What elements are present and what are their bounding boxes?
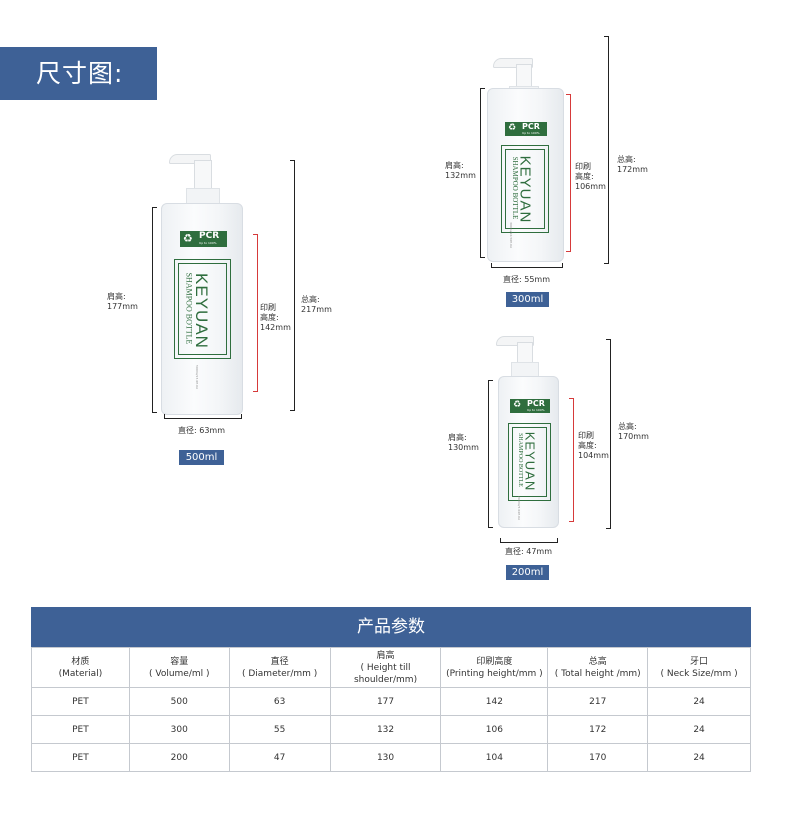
pcr-badge: ♻ PCR Up to 100% [510,399,550,413]
table-cell: 200 [128,743,230,772]
print-bracket [569,398,574,522]
table-header-row: 材质(Material) 容量( Volume/ml ) 直径( Diamete… [31,647,751,688]
pcr-badge: ♻ PCR Up to 100% [180,231,227,247]
table-cell: 130 [329,743,442,772]
recycle-icon: ♻ [183,232,193,245]
pump-spout [169,154,211,164]
product-label: KEYUAN SHAMPOO BOTTLE [508,423,551,501]
column-header: 直径( Diameter/mm ) [228,647,331,688]
table-cell: 24 [647,715,751,744]
pump-spout [496,336,534,346]
table-row: PET 500 63 177 142 217 24 [31,687,751,716]
total-value: 172mm [617,165,648,174]
recycle-icon: ♻ [513,400,522,410]
shoulder-bracket [488,380,493,528]
table-cell: 500 [128,687,230,716]
recycle-icon: ♻ [508,123,517,133]
table-row: PET 300 55 132 106 172 24 [31,715,751,744]
column-header: 容量( Volume/ml ) [128,647,230,688]
total-value: 170mm [618,432,649,441]
brand-text: KEYUAN [192,273,211,349]
table-row: PET 200 47 130 104 170 24 [31,743,751,772]
column-header: 牙口( Neck Size/mm ) [647,647,751,688]
table-cell: 55 [228,715,331,744]
shoulder-label: 肩高: [107,292,126,301]
table-cell: 24 [647,687,751,716]
table-cell: 217 [547,687,649,716]
shoulder-value: 177mm [107,302,138,311]
table-cell: PET [31,743,130,772]
diameter-bracket [491,263,563,268]
diameter-label: 直径: 63mm [178,426,226,435]
shoulder-value: 132mm [445,171,476,180]
column-header: 材质(Material) [31,647,130,688]
total-bracket [290,160,295,411]
table-cell: 142 [440,687,549,716]
table-cell: 300 [128,715,230,744]
table-cell: 47 [228,743,331,772]
diameter-bracket [500,538,558,543]
column-header: 总高( Total height /mm) [547,647,649,688]
volume-badge: 500ml [179,450,224,465]
total-bracket [604,36,609,264]
print-value: 106mm [575,182,606,191]
table-title: 产品参数 [31,607,751,647]
diameter-bracket [164,414,242,419]
table-cell: 170 [547,743,649,772]
brand-text: KEYUAN [522,431,538,492]
product-label: KEYUAN SHAMPOO BOTTLE [174,259,231,359]
volume-badge: 300ml [506,292,549,307]
table-cell: 63 [228,687,331,716]
total-value: 217mm [301,305,332,314]
page-title: 尺寸图: [0,47,157,100]
product-text: SHAMPOO BOTTLE [511,156,519,220]
print-bracket [566,94,571,252]
column-header: 印刷高度(Printing height/mm ) [440,647,549,688]
product-text: SHAMPOO BOTTLE [184,272,194,345]
shoulder-value: 130mm [448,443,479,452]
shoulder-bracket [152,207,157,413]
shoulder-bracket [480,88,485,258]
print-value: 142mm [260,323,291,332]
table-cell: 172 [547,715,649,744]
print-value: 104mm [578,451,609,460]
diameter-label: 直径: 47mm [505,547,553,556]
pcr-badge: ♻ PCR Up to 100% [505,122,547,136]
product-label: KEYUAN SHAMPOO BOTTLE [501,145,549,233]
table-cell: 132 [329,715,442,744]
table-cell: 104 [440,743,549,772]
diameter-label: 直径: 55mm [503,275,551,284]
volume-badge: 200ml [506,565,549,580]
table-cell: 24 [647,743,751,772]
table-cell: 177 [329,687,442,716]
product-text: SHAMPOO BOTTLE [517,433,523,487]
column-header: 肩高( Height till shoulder/mm) [329,647,442,688]
print-bracket [253,234,258,392]
pump-spout [493,58,533,68]
table-cell: PET [31,715,130,744]
total-bracket [606,339,611,529]
brand-text: KEYUAN [516,155,534,224]
bottle-body [487,88,564,262]
parameter-table: 材质(Material) 容量( Volume/ml ) 直径( Diamete… [31,647,751,772]
table-cell: PET [31,687,130,716]
table-cell: 106 [440,715,549,744]
